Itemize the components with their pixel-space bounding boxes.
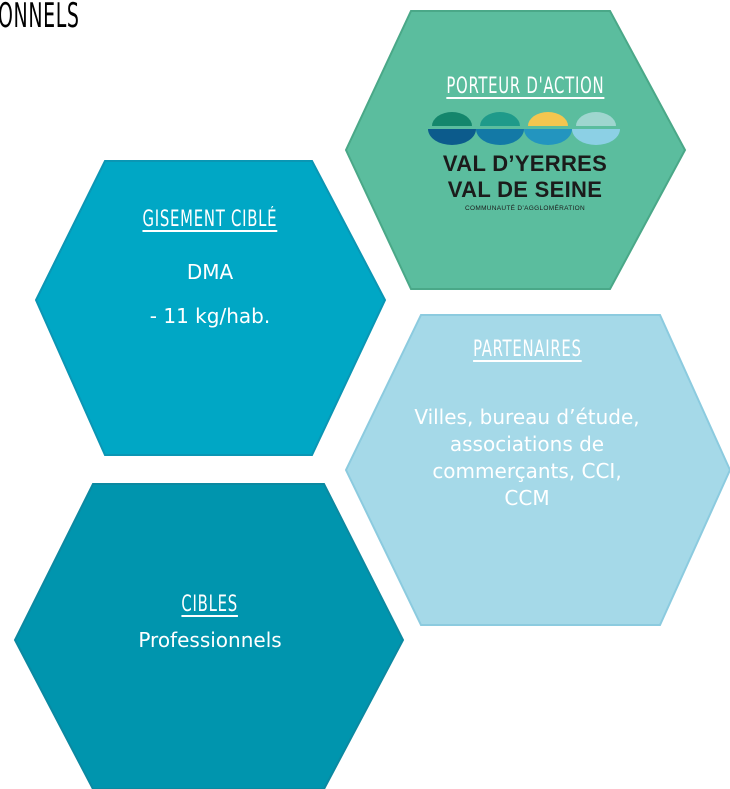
porteur-hexagon <box>344 10 687 290</box>
partenaires-line-1: Villes, bureau d’étude, <box>414 405 640 429</box>
partenaires-content: PARTENAIRES Villes, bureau d’étude, asso… <box>372 337 682 512</box>
val-dyerres-logo-icon <box>428 112 620 145</box>
partenaires-line-3: commerçants, CCI, <box>432 459 622 483</box>
partenaires-heading: PARTENAIRES <box>472 337 582 362</box>
logo-line-2: VAL DE SEINE <box>447 177 603 202</box>
cibles-hexagon <box>13 483 405 789</box>
gisement-content: GISEMENT CIBLÉ DMA - 11 kg/hab. <box>85 207 335 338</box>
partenaires-line-2: associations de <box>449 432 605 456</box>
gisement-heading: GISEMENT CIBLÉ <box>142 207 278 232</box>
logo-subtitle: COMMUNAUTÉ D’AGGLOMÉRATION <box>465 205 585 212</box>
cibles-heading: CIBLES <box>181 592 239 617</box>
page-title-fragment: ONNELS <box>0 0 80 36</box>
gisement-line-2: - 11 kg/hab. <box>149 304 271 328</box>
porteur-content: PORTEUR D'ACTION VAL D’YERRES VAL DE SEI… <box>385 74 665 212</box>
cibles-line-1: Professionnels <box>138 628 282 652</box>
partenaires-line-4: CCM <box>504 486 550 510</box>
gisement-hexagon <box>34 160 387 456</box>
val-dyerres-logo: VAL D’YERRES VAL DE SEINE COMMUNAUTÉ D’A… <box>443 151 607 212</box>
cibles-content: CIBLES Professionnels <box>80 592 340 654</box>
gisement-line-1: DMA <box>186 260 234 284</box>
logo-line-1: VAL D’YERRES <box>442 151 608 176</box>
partenaires-hexagon <box>344 314 730 626</box>
porteur-heading: PORTEUR D'ACTION <box>445 74 605 99</box>
